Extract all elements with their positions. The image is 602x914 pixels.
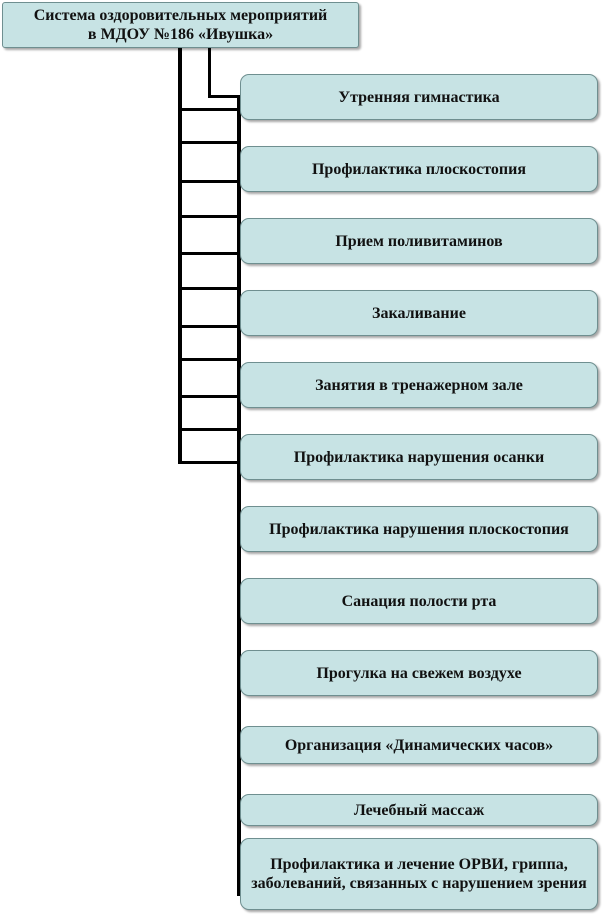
connector-rung (178, 252, 240, 255)
item-box: Профилактика плоскостопия (240, 146, 598, 192)
title-line-2: в МДОУ №186 «Ивушка» (87, 26, 274, 43)
connector-rung (178, 428, 240, 431)
item-box: Прогулка на свежем воздухе (240, 650, 598, 696)
item-box: Занятия в тренажерном зале (240, 362, 598, 408)
connector-rung (178, 108, 240, 111)
item-box: Лечебный массаж (240, 794, 598, 826)
connector-rung (178, 287, 240, 290)
connector-first-item (208, 95, 242, 98)
item-box: Закаливание (240, 290, 598, 336)
diagram-title: Система оздоровительных мероприятий в МД… (2, 2, 359, 48)
connector-spine (237, 96, 241, 896)
connector-rung (178, 215, 240, 218)
item-box: Утренняя гимнастика (240, 74, 598, 120)
connector-rung (178, 395, 240, 398)
item-box: Профилактика нарушения осанки (240, 434, 598, 480)
item-box: Профилактика и лечение ОРВИ, гриппа, заб… (240, 838, 598, 910)
item-box: Прием поливитаминов (240, 218, 598, 264)
connector-rung (178, 180, 240, 183)
item-box: Профилактика нарушения плоскостопия (240, 506, 598, 552)
connector-rung (178, 358, 240, 361)
connector-drop (208, 48, 211, 98)
item-box: Организация «Динамических часов» (240, 726, 598, 764)
title-line-1: Система оздоровительных мероприятий (33, 7, 328, 24)
connector-rung (178, 461, 240, 464)
connector-rung (178, 141, 240, 144)
connector-rung (178, 325, 240, 328)
connector-trunk-left (178, 48, 182, 464)
item-box: Санация полости рта (240, 578, 598, 624)
